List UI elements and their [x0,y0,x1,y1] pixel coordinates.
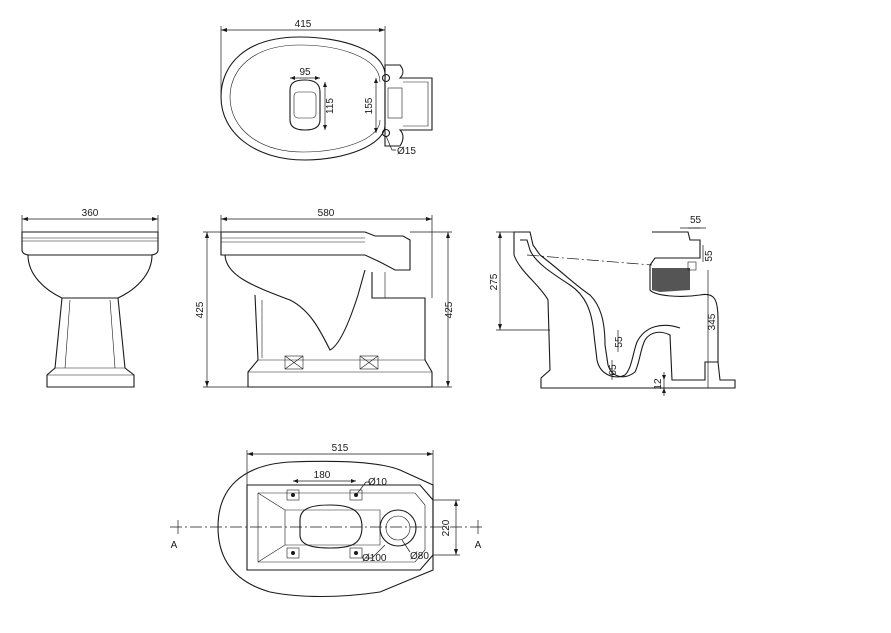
section-outer [513,231,736,389]
top-hinge-block [384,64,433,147]
section-label-right: A [475,540,482,551]
dim-top-hinge-spacing: 155 [364,97,375,114]
dim-base-hole-spacing: 180 [314,470,331,481]
dim-base-width: 220 [441,519,452,536]
section-label-left: A [171,540,178,551]
base-view: A A 515 180 Ø10 220 Ø100 Ø80 [170,443,485,598]
section-water-line [526,254,653,266]
section-view: 55 55 275 345 55 65 12 [489,215,736,396]
side-base [247,272,433,388]
dim-section-trap-a: 55 [614,336,625,348]
dim-front-width: 360 [82,208,99,219]
base-frame-outer [246,484,434,571]
dim-section-outlet: 55 [704,250,715,262]
side-view: 580 425 425 [195,208,455,388]
side-fixing-pocket-left [284,355,304,370]
dim-base-outlet-dia: Ø100 [362,553,387,564]
dim-section-base: 12 [653,378,664,390]
side-bowl [224,254,366,351]
top-bowl-rim [229,44,381,153]
base-outline [217,460,434,598]
dim-section-seat: 55 [690,215,702,226]
top-bowl-outline [220,36,386,161]
dim-section-outlet-height: 345 [707,313,718,330]
base-frame-inner [257,492,426,563]
front-view: 360 [21,208,159,388]
dim-base-fix-dia: Ø10 [368,477,387,488]
top-hinge-inner [403,81,429,127]
dim-side-height-left: 425 [195,301,206,318]
dim-side-length: 580 [318,208,335,219]
top-seat-inner [293,91,317,119]
top-cistern-outlet [387,87,403,119]
section-inner [520,239,681,378]
dim-top-hole-dia: Ø15 [397,146,416,157]
top-hinge-hole-upper [381,73,391,83]
dim-section-trap-b: 65 [608,364,619,376]
section-hatch [652,268,690,292]
dim-top-seat-depth: 115 [325,98,336,114]
side-fixing-pocket-right [359,355,379,370]
dim-side-height-right: 425 [444,301,455,318]
front-pedestal [46,297,135,388]
base-bowl-outlet [299,504,363,549]
dim-top-seat-width: 95 [299,67,311,78]
dim-base-inner-dia: Ø80 [410,551,429,562]
section-outlet [649,231,719,362]
top-view: 415 95 115 155 Ø15 [220,19,433,161]
dim-base-length: 515 [332,443,349,454]
front-rim [21,231,159,256]
top-seat-opening [289,79,321,131]
dim-section-rim-height: 275 [489,273,500,290]
base-outlet-circle [379,509,417,547]
side-rim [220,231,411,271]
front-bowl [27,254,153,299]
base-outlet-inner [385,515,411,541]
dim-top-width: 415 [295,19,312,30]
